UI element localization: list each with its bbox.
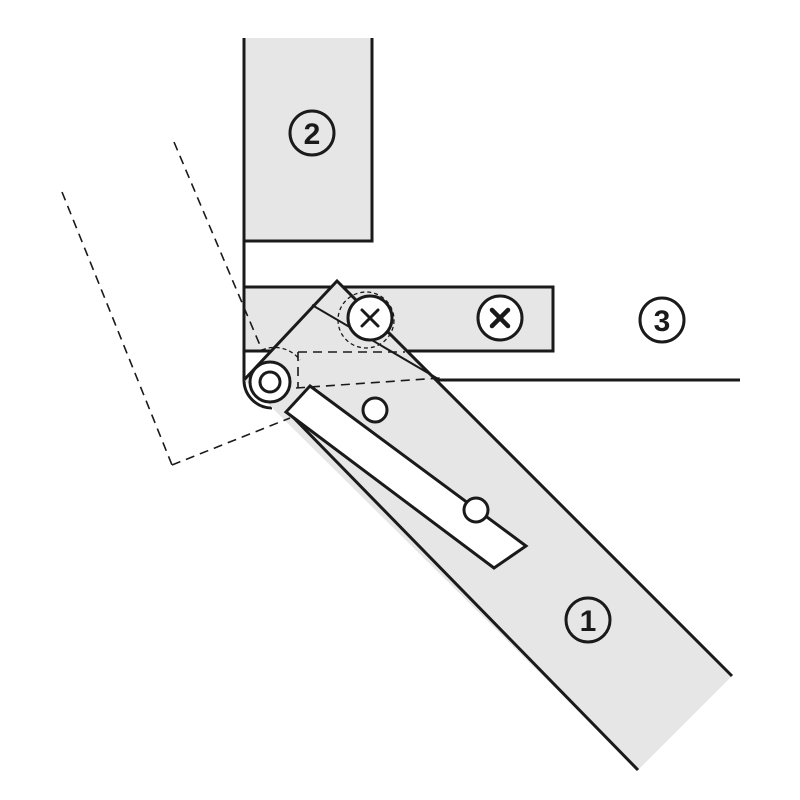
fixed-panel-outline — [242, 38, 374, 243]
fixed-panel-face — [244, 38, 372, 241]
fixed-panel — [242, 38, 374, 243]
phantom-positions — [61, 141, 441, 466]
screw-cross-icon — [337, 291, 395, 349]
callout-1-label: 1 — [580, 605, 597, 638]
phantom-line — [295, 377, 441, 389]
hinge-arm — [242, 278, 734, 772]
phantom-line — [173, 141, 263, 351]
screw-cross-icon — [476, 294, 524, 342]
hinge-arm-outline-top — [242, 278, 734, 678]
phantom-line — [61, 191, 173, 466]
hinge-arm-outline-bottom — [286, 410, 640, 772]
hinge-arm-inner-edge — [311, 304, 441, 381]
screw-hole-icon — [462, 496, 490, 524]
phantom-arc — [261, 346, 301, 361]
callout-3: 3 — [638, 296, 686, 344]
phantom-line — [171, 417, 291, 466]
pivot-pin-icon — [248, 360, 292, 404]
callout-3-label: 3 — [654, 305, 671, 338]
callout-2-label: 2 — [304, 118, 321, 151]
screw-hole-icon — [361, 396, 389, 424]
pivot-knuckle-edge — [242, 241, 273, 410]
callout-2: 2 — [288, 109, 336, 157]
hinge-slot-plate-outline — [283, 383, 529, 570]
callout-1: 1 — [564, 596, 612, 644]
hinge-slot-plate — [286, 386, 526, 568]
